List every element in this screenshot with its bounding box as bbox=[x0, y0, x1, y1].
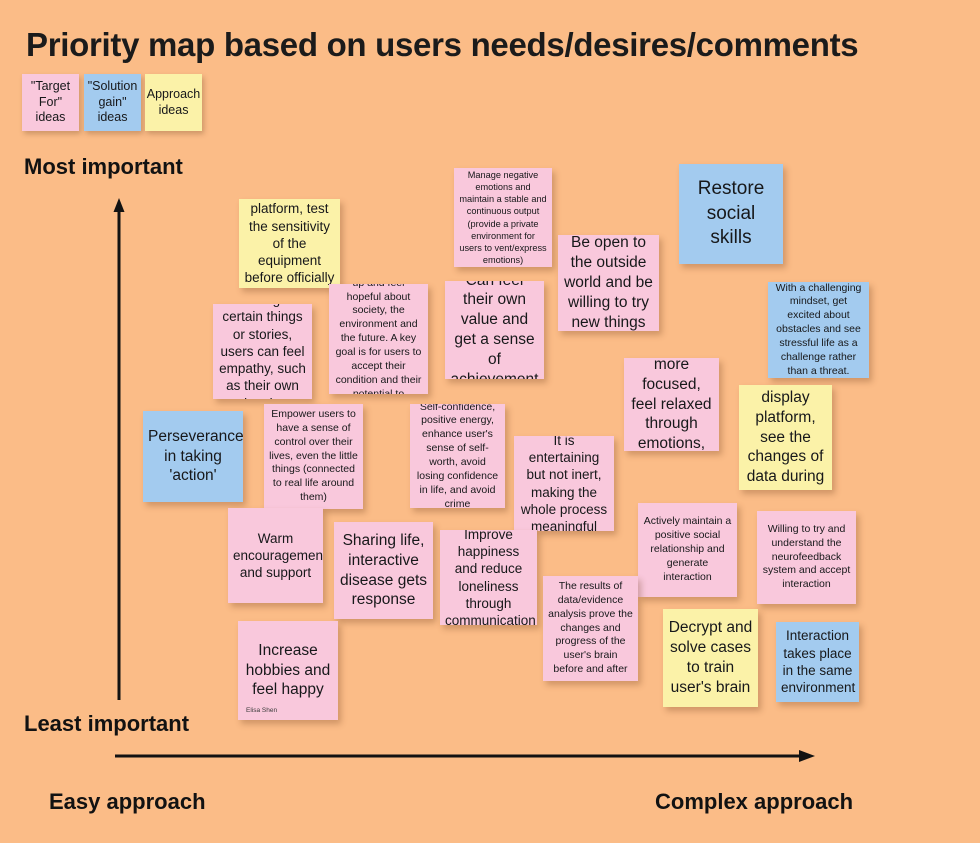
sticky-note-willing-to-try-neurofeedback[interactable]: Willing to try and understand the neurof… bbox=[757, 511, 856, 604]
importance-axis-arrow bbox=[113, 198, 125, 700]
sticky-note-text: Be open to the outside world and be will… bbox=[564, 235, 653, 331]
sticky-note-text: Get guidance for the future, cheer up an… bbox=[335, 284, 422, 394]
sticky-note-training-platform[interactable]: Training platform, test the sensitivity … bbox=[239, 199, 340, 288]
sticky-note-text: Sharing life, interactive disease gets r… bbox=[339, 531, 428, 609]
sticky-note-interaction-same-environment[interactable]: Interaction takes place in the same envi… bbox=[776, 622, 859, 702]
sticky-note-text: Make users more focused, feel relaxed th… bbox=[631, 358, 712, 451]
sticky-note-restore-social-skills[interactable]: Restore social skills bbox=[679, 164, 783, 264]
sticky-note-be-open-outside-world[interactable]: Be open to the outside world and be will… bbox=[558, 235, 659, 331]
sticky-note-text: Training platform, test the sensitivity … bbox=[244, 199, 335, 288]
approach-axis-arrow bbox=[115, 750, 815, 762]
axis-label-least-important: Least important bbox=[24, 711, 190, 736]
legend-target-for-ideas: "Target For" ideas bbox=[22, 74, 79, 131]
sticky-note-text: Actively maintain a positive social rela… bbox=[643, 515, 732, 583]
legend-label: "Target For" ideas bbox=[30, 79, 71, 125]
sticky-note-entertaining-not-inert[interactable]: It is entertaining but not inert, making… bbox=[514, 436, 614, 531]
axis-label-easy-approach: Easy approach bbox=[49, 789, 206, 814]
sticky-note-text: Restore social skills bbox=[697, 177, 765, 249]
axis-label-most-important: Most important bbox=[24, 154, 183, 179]
sticky-note-text: It is entertaining but not inert, making… bbox=[520, 436, 608, 531]
sticky-note-text: Interaction takes place in the same envi… bbox=[781, 628, 856, 696]
sticky-note-text: Willing to try and understand the neurof… bbox=[762, 522, 851, 591]
sticky-note-text: Increase hobbies and feel happy bbox=[245, 641, 331, 699]
sticky-note-make-users-more-focused[interactable]: Make users more focused, feel relaxed th… bbox=[624, 358, 719, 451]
sticky-note-challenging-mindset[interactable]: With a challenging mindset, get excited … bbox=[768, 282, 869, 378]
sticky-note-results-of-data-evidence[interactable]: The results of data/evidence analysis pr… bbox=[543, 576, 638, 681]
legend-approach-ideas: Approach ideas bbox=[145, 74, 202, 131]
legend-solution-gain-ideas: "Solution gain" ideas bbox=[84, 74, 141, 131]
sticky-note-text: Warm encouragement and support bbox=[233, 530, 323, 581]
sticky-note-text: Can feel their own value and get a sense… bbox=[451, 281, 539, 379]
sticky-note-improve-happiness[interactable]: Improve happiness and reduce loneliness … bbox=[440, 530, 537, 625]
sticky-note-increase-hobbies[interactable]: Increase hobbies and feel happy Elisa Sh… bbox=[238, 621, 338, 720]
sticky-note-text: Through certain things or stories, users… bbox=[219, 304, 306, 399]
sticky-note-data-display-platform[interactable]: Data display platform, see the changes o… bbox=[739, 385, 832, 490]
author-signature: Elisa Shen bbox=[246, 706, 278, 714]
sticky-note-manage-negative-emotions[interactable]: Manage negative emotions and maintain a … bbox=[454, 168, 552, 267]
sticky-note-text: Data display platform, see the changes o… bbox=[746, 385, 825, 490]
sticky-note-sharing-life-interactive[interactable]: Sharing life, interactive disease gets r… bbox=[334, 522, 433, 619]
sticky-note-decrypt-solve-cases[interactable]: Decrypt and solve cases to train user's … bbox=[663, 609, 758, 707]
sticky-note-get-guidance-future[interactable]: Get guidance for the future, cheer up an… bbox=[329, 284, 428, 394]
sticky-note-text: Improve happiness and reduce loneliness … bbox=[445, 530, 536, 625]
sticky-note-self-confidence[interactable]: Self-confidence, positive energy, enhanc… bbox=[410, 404, 505, 508]
sticky-note-can-feel-own-value[interactable]: Can feel their own value and get a sense… bbox=[445, 281, 544, 379]
sticky-note-text: Self-confidence, positive energy, enhanc… bbox=[416, 404, 499, 508]
page-title: Priority map based on users needs/desire… bbox=[26, 26, 859, 63]
sticky-note-warm-encouragement[interactable]: Warm encouragement and support bbox=[228, 508, 323, 603]
sticky-note-empower-users-control[interactable]: Empower users to have a sense of control… bbox=[264, 404, 363, 509]
sticky-note-perseverance-in-action[interactable]: Perseverance in taking 'action' bbox=[143, 411, 243, 502]
sticky-note-through-certain-things[interactable]: Through certain things or stories, users… bbox=[213, 304, 312, 399]
sticky-note-text: Empower users to have a sense of control… bbox=[269, 408, 358, 504]
legend-label: Approach ideas bbox=[146, 86, 201, 117]
sticky-note-text: The results of data/evidence analysis pr… bbox=[548, 580, 633, 676]
sticky-note-actively-maintain-social[interactable]: Actively maintain a positive social rela… bbox=[638, 503, 737, 597]
axis-label-complex-approach: Complex approach bbox=[655, 789, 854, 814]
sticky-note-text: Perseverance in taking 'action' bbox=[148, 427, 243, 485]
sticky-note-text: Manage negative emotions and maintain a … bbox=[459, 169, 547, 266]
sticky-note-text: With a challenging mindset, get excited … bbox=[775, 282, 862, 377]
legend-label: "Solution gain" ideas bbox=[87, 79, 138, 125]
sticky-note-text: Decrypt and solve cases to train user's … bbox=[668, 619, 753, 696]
